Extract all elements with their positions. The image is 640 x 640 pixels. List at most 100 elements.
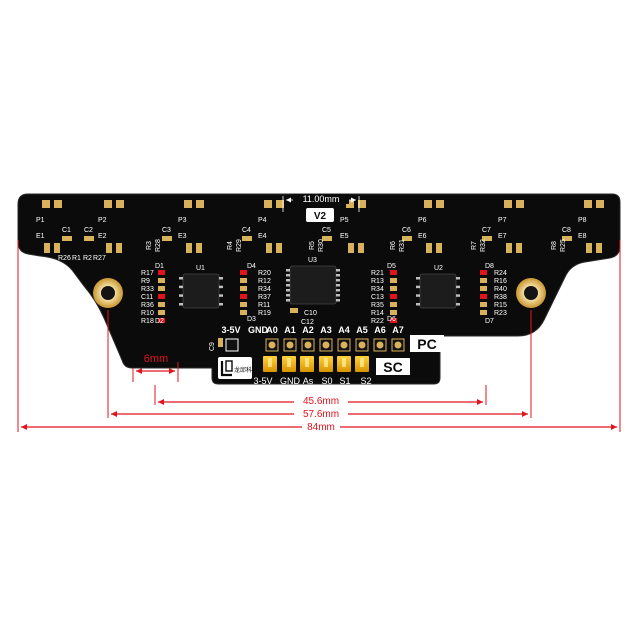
emitter-pad	[196, 243, 202, 253]
capacitor-label: C1	[62, 227, 71, 234]
ic-pin	[416, 277, 420, 280]
pc-pin-hole	[304, 341, 312, 349]
component-part	[480, 278, 487, 283]
inner-span-label: 45.6mm	[303, 396, 339, 407]
u3-label: U3	[308, 257, 317, 264]
version-label: V2	[314, 211, 327, 222]
component-part	[480, 270, 487, 275]
emitter-pad	[358, 243, 364, 253]
ic-pin	[456, 285, 460, 289]
ic-pin	[219, 285, 223, 289]
top-row-resistor-labels: R26 R1 R2 R27 R3 R28 R4 R29 R5 R30 R6 R3…	[58, 239, 567, 262]
d3-label: D3	[247, 316, 256, 323]
ic-pin	[179, 294, 183, 297]
dimension-overall-width: 84mm	[17, 240, 621, 433]
sc-pin-label: S0	[321, 376, 332, 386]
component-part	[390, 302, 397, 307]
emitter-pad	[516, 243, 522, 253]
ic-pin	[456, 277, 460, 280]
sensor-label: P8	[578, 217, 587, 224]
r32-label: R32	[480, 239, 487, 252]
component-label: R35	[371, 302, 384, 309]
sc-pin-label: 3-5V	[253, 376, 272, 386]
sc-pin-shine	[360, 358, 364, 367]
sc-pin-shine	[305, 358, 309, 367]
emitter-pad	[44, 243, 50, 253]
pc-pin-hole	[394, 341, 402, 349]
component-label: R12	[258, 278, 271, 285]
brand-logo: 龙邱科技	[218, 357, 258, 379]
capacitor-label: C8	[562, 227, 571, 234]
capacitor-part	[562, 236, 572, 241]
c12-label: C12	[301, 319, 314, 326]
capacitor-label: C4	[242, 227, 251, 234]
emitter-label: E8	[578, 233, 587, 240]
ic-pin	[179, 285, 183, 289]
component-part	[158, 270, 165, 275]
r5-label: R5	[309, 241, 316, 250]
sensor-label: P1	[36, 217, 45, 224]
ic-pin	[219, 303, 223, 306]
component-part	[158, 318, 165, 323]
pc-tag	[410, 335, 444, 352]
component-part	[480, 286, 487, 291]
ic-pin	[336, 269, 340, 272]
capacitor-label: C2	[84, 227, 93, 234]
component-label: R34	[371, 286, 384, 293]
emitter-label: E2	[98, 233, 107, 240]
r2-label: R2	[83, 255, 92, 262]
component-label: R18	[141, 318, 154, 325]
dimension-edge-offset: 6mm	[132, 353, 179, 382]
component-label: R34	[258, 286, 271, 293]
emitter-pad	[266, 243, 272, 253]
emitter-pad	[596, 243, 602, 253]
ic-pin	[416, 285, 420, 289]
mounting-hole-left	[93, 278, 123, 308]
emitter-label: E6	[418, 233, 427, 240]
component-label: R21	[371, 270, 384, 277]
component-part	[158, 310, 165, 315]
sensor-pad	[116, 200, 124, 208]
component-part	[390, 318, 397, 323]
component-label: R36	[141, 302, 154, 309]
d7-label: D7	[485, 318, 494, 325]
sensor-pad	[196, 200, 204, 208]
c10-part	[290, 308, 298, 313]
ic-pin	[286, 279, 290, 282]
component-label: R14	[371, 310, 384, 317]
ic-pin	[416, 294, 420, 297]
component-label: R22	[371, 318, 384, 325]
dimension-inner-span: 45.6mm	[154, 385, 487, 407]
ic-pin	[416, 303, 420, 306]
emitter-pad	[506, 243, 512, 253]
sensor-pad	[358, 200, 366, 208]
sc-pin-shine	[324, 358, 328, 367]
sc-pin-label: S1	[339, 376, 350, 386]
sensor-pad	[276, 200, 284, 208]
pc-tag-label: PC	[417, 336, 436, 352]
r25-label: R25	[560, 239, 567, 252]
pc-pin-label: A4	[338, 325, 350, 335]
ic-pin	[336, 289, 340, 292]
component-part	[158, 294, 165, 299]
pc-pin-label: A0	[266, 325, 278, 335]
sc-pin-label: GND	[280, 376, 301, 386]
ic-pin	[286, 294, 290, 297]
sc-pin-label: S2	[360, 376, 371, 386]
capacitor-4: C4	[242, 227, 252, 241]
capacitor-6: C6	[402, 227, 412, 241]
pc-pin-label: A5	[356, 325, 368, 335]
logo-text: 龙邱科技	[234, 366, 258, 374]
sensor-pitch-label: 11.00mm	[303, 194, 340, 204]
